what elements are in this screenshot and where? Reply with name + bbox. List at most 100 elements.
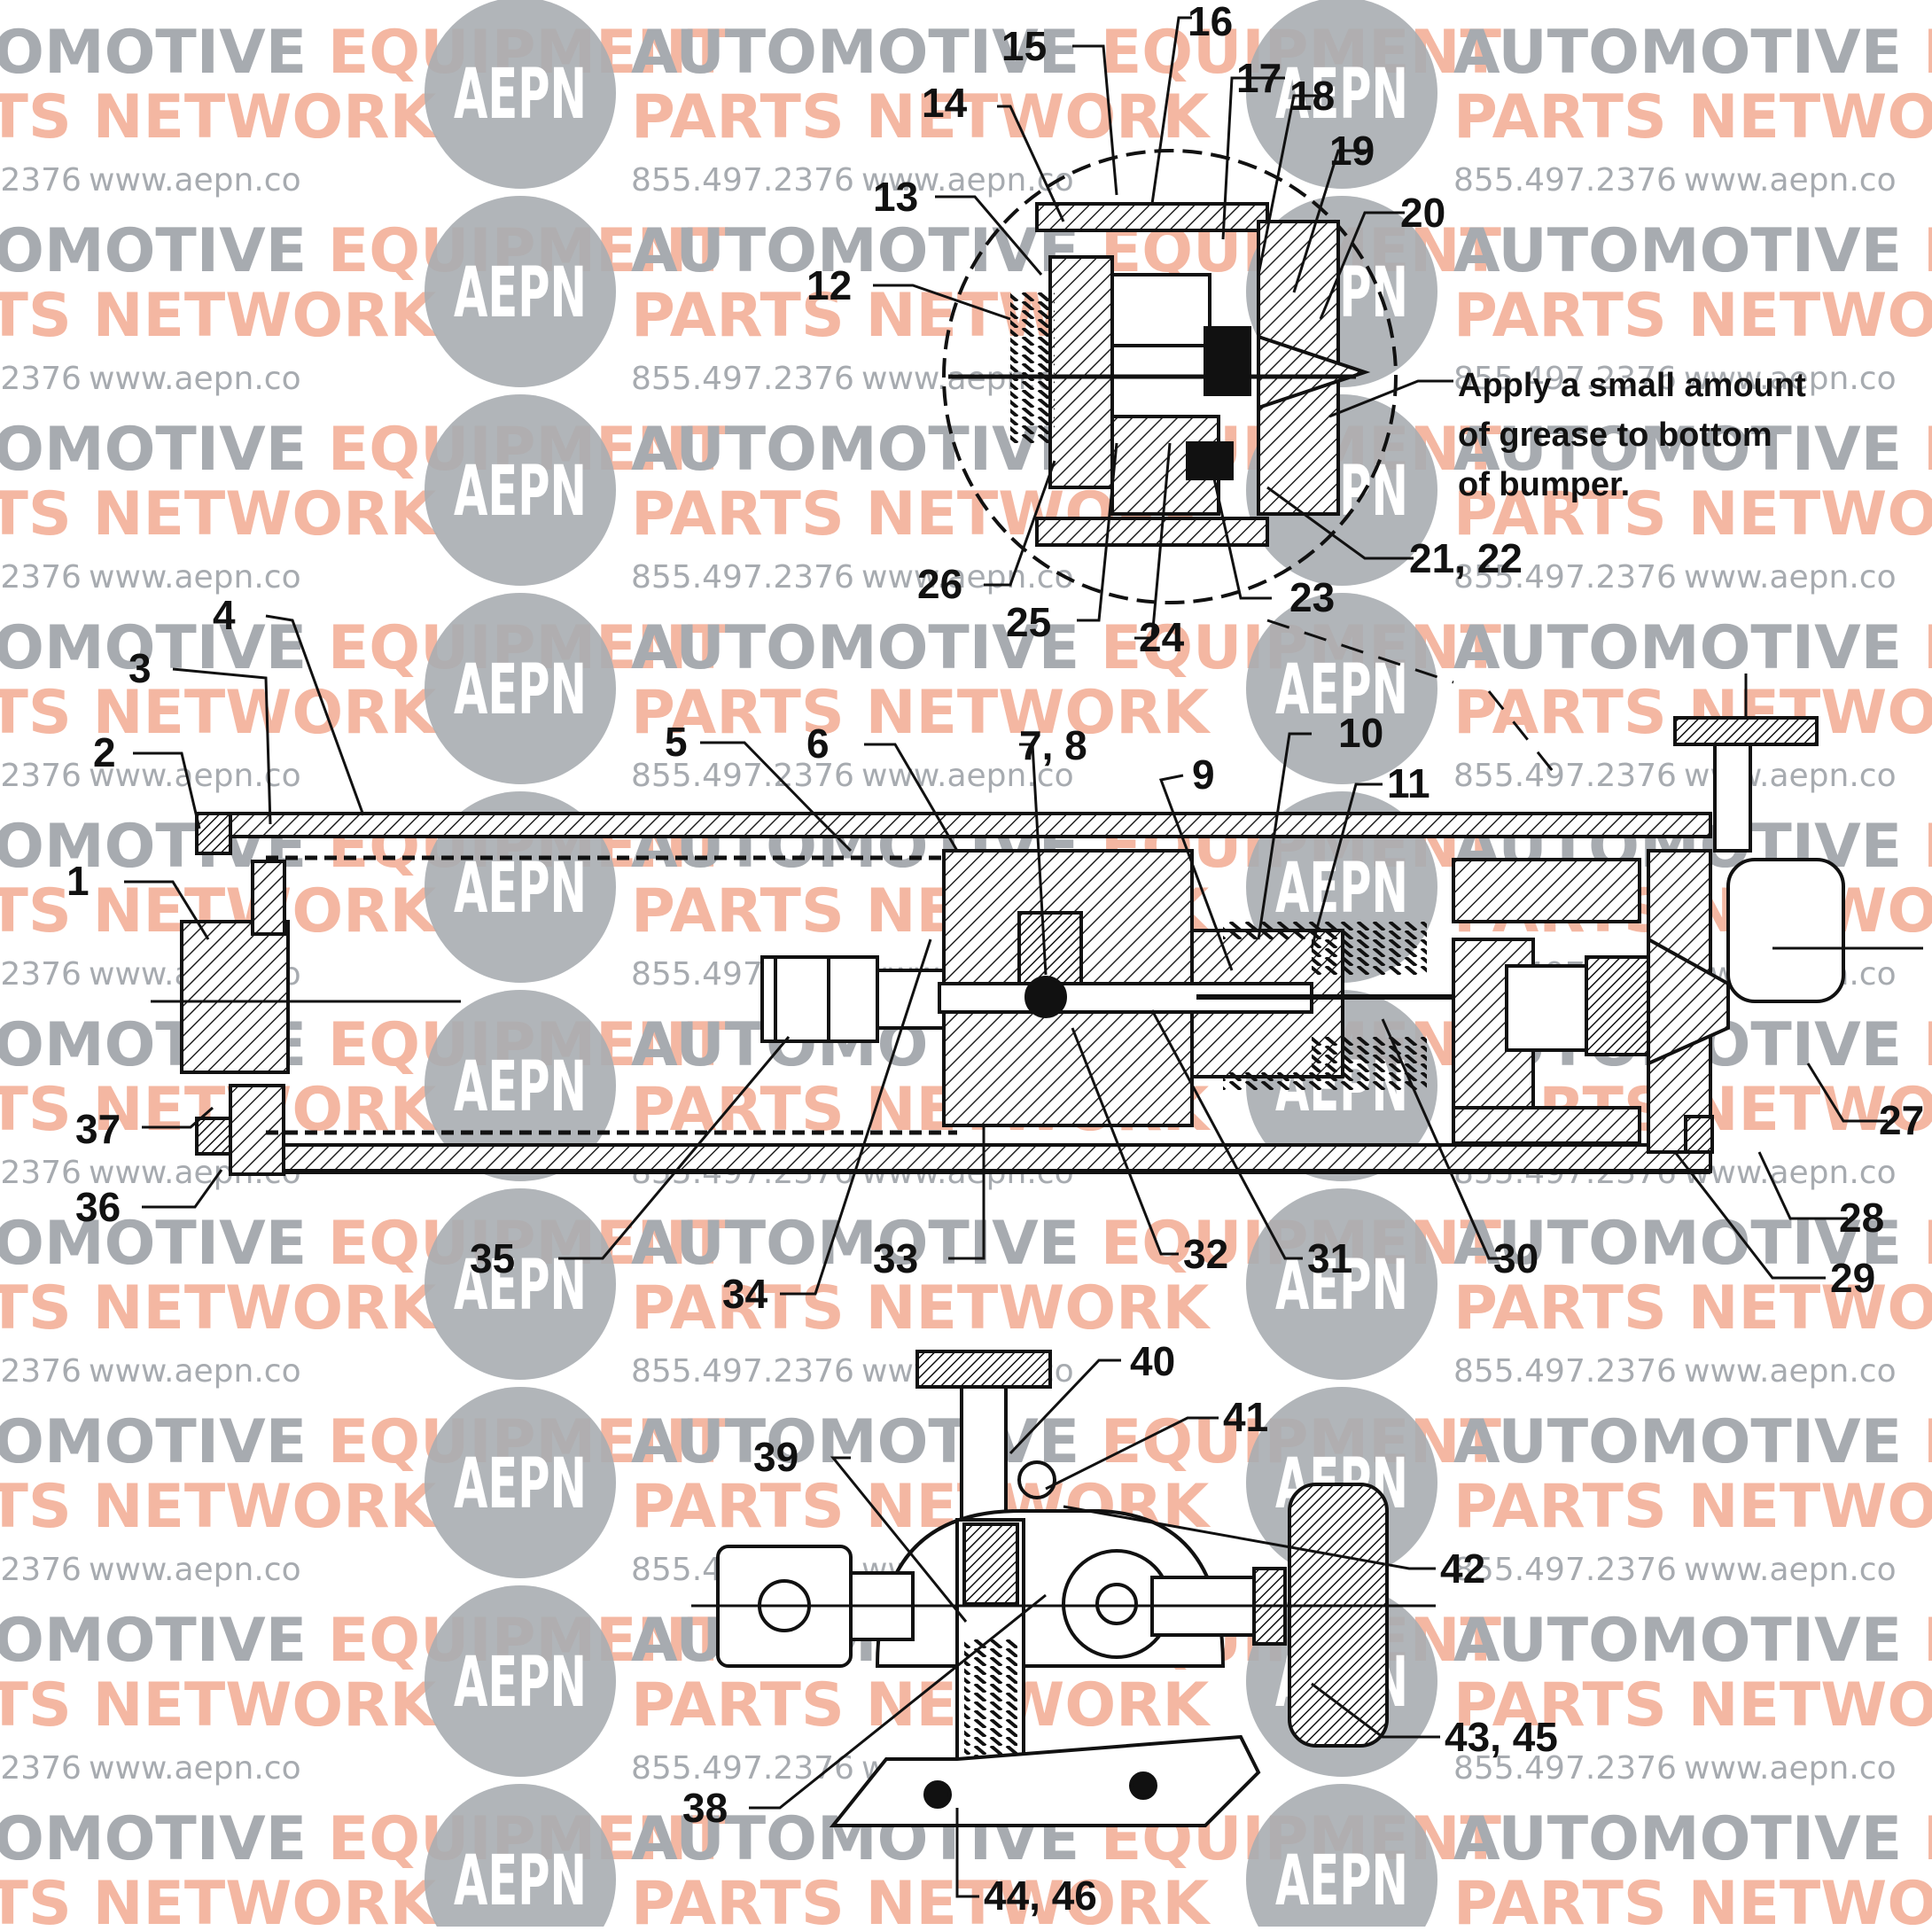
aepn-logo-text: AEPN <box>454 1643 587 1723</box>
callout-label-c1: 1 <box>66 858 90 904</box>
watermark-line2: PARTS NETWORK <box>1453 1472 1932 1542</box>
watermark-phone: 855.497.2376 <box>1453 1552 1677 1588</box>
aepn-logo-text: AEPN <box>454 55 587 135</box>
grease-note: Apply a small amount of grease to bottom… <box>1418 367 1806 503</box>
callout-label-c17: 17 <box>1236 55 1282 101</box>
watermark-phone: 855.497.2376 <box>0 956 82 993</box>
watermark-url: www.aepn.co <box>1684 1155 1897 1191</box>
watermark-line1: AUTOMOTIVE EQUIPMENT <box>1453 613 1932 683</box>
callout-label-c23: 23 <box>1289 574 1335 620</box>
aepn-logo-text: AEPN <box>454 1047 587 1127</box>
aepn-logo-icon <box>425 791 616 983</box>
note-line-3: of bumper. <box>1458 466 1630 503</box>
watermark-line2: PARTS NETWORK <box>0 1869 438 1927</box>
watermark-line1: AUTOMOTIVE EQUIPMENT <box>1453 1407 1932 1477</box>
aepn-logo-text: AEPN <box>454 849 587 929</box>
watermark-phone: 855.497.2376 <box>1453 559 1677 596</box>
watermark-phone: 855.497.2376 <box>631 559 854 596</box>
watermark-line1: AUTOMOTIVE EQUIPMENT <box>1453 1209 1932 1279</box>
aepn-logo-icon <box>425 1784 616 1931</box>
aepn-logo-icon <box>1246 593 1437 784</box>
watermark-url: www.aepn.co <box>89 1552 301 1588</box>
callout-label-c16: 16 <box>1188 0 1233 44</box>
watermark-phone: 855.497.2376 <box>0 361 82 397</box>
callout-leader-lines <box>124 16 1888 1898</box>
callout-label-c25: 25 <box>1006 599 1051 645</box>
callout-label-c15: 15 <box>1001 23 1047 69</box>
watermark-line2: PARTS NETWORK <box>1453 1273 1932 1343</box>
callout-label-c12: 12 <box>806 262 852 308</box>
watermark-line1: AUTOMOTIVE EQUIPMENT <box>1453 415 1932 485</box>
watermark-phone: 855.497.2376 <box>631 361 854 397</box>
watermark-phone: 855.497.2376 <box>0 1552 82 1588</box>
aepn-logo-text: AEPN <box>454 452 587 532</box>
watermark-url: www.aepn.co <box>89 1750 301 1787</box>
aepn-logo-text: AEPN <box>454 650 587 730</box>
callout-label-c14: 14 <box>922 80 968 126</box>
watermark-line2: PARTS NETWORK <box>0 1273 438 1343</box>
watermark-line2: PARTS NETWORK <box>0 281 438 351</box>
watermark-phone: 855.497.2376 <box>1453 758 1677 794</box>
watermark-line1: AUTOMOTIVE EQUIPMENT <box>1453 216 1932 286</box>
callout-label-c28: 28 <box>1839 1195 1884 1241</box>
watermark-line2: PARTS NETWORK <box>631 1670 1211 1740</box>
watermark-phone: 855.497.2376 <box>631 1750 854 1787</box>
watermark-line1: AUTOMOTIVE EQUIPMENT <box>0 1209 729 1279</box>
callout-label-c10: 10 <box>1338 710 1383 756</box>
watermark-line2: PARTS NETWORK <box>0 1670 438 1740</box>
watermark-url: www.aepn.co <box>1684 1750 1897 1787</box>
callout-label-c39: 39 <box>753 1434 799 1480</box>
watermark-line2: PARTS NETWORK <box>1453 479 1932 549</box>
bottom-assembly-drawing <box>691 1350 1436 1827</box>
callout-label-c3: 3 <box>129 645 152 691</box>
aepn-logo-icon <box>425 593 616 784</box>
watermark-line2: PARTS NETWORK <box>1453 1670 1932 1740</box>
watermark-line1: AUTOMOTIVE EQUIPMENT <box>1453 1804 1932 1874</box>
callout-label-c20: 20 <box>1400 190 1445 236</box>
callout-label-c19: 19 <box>1329 128 1375 174</box>
callout-label-c4: 4 <box>213 592 236 638</box>
callout-label-c30: 30 <box>1493 1235 1539 1281</box>
callout-label-c4345: 43, 45 <box>1445 1714 1558 1760</box>
aepn-logo-icon <box>1246 1188 1437 1380</box>
aepn-logo-icon <box>1246 1784 1437 1931</box>
watermark-line2: PARTS NETWORK <box>0 678 438 748</box>
callout-label-c6: 6 <box>806 720 830 767</box>
watermark-phone: 855.497.2376 <box>0 559 82 596</box>
callout-label-c33: 33 <box>873 1235 918 1281</box>
callout-label-c9: 9 <box>1192 751 1215 798</box>
callout-label-c32: 32 <box>1183 1231 1228 1277</box>
watermark-line1: AUTOMOTIVE EQUIPMENT <box>0 1606 729 1676</box>
watermark-phone: 855.497.2376 <box>0 1353 82 1390</box>
watermark-url: www.aepn.co <box>1684 559 1897 596</box>
callout-label-c18: 18 <box>1289 73 1335 119</box>
note-line-2: of grease to bottom <box>1458 417 1772 454</box>
watermark-url: www.aepn.co <box>1684 162 1897 199</box>
watermark-line1: AUTOMOTIVE EQUIPMENT <box>1453 18 1932 88</box>
watermark-line1: AUTOMOTIVE EQUIPMENT <box>0 415 729 485</box>
watermark-line1: AUTOMOTIVE EQUIPMENT <box>1453 1606 1932 1676</box>
callout-label-c35: 35 <box>470 1235 515 1281</box>
callout-label-c29: 29 <box>1830 1255 1875 1301</box>
aepn-logo-icon <box>425 1585 616 1777</box>
callout-label-c36: 36 <box>75 1184 121 1230</box>
callout-label-c11: 11 <box>1387 760 1430 806</box>
callout-label-c42: 42 <box>1440 1546 1485 1592</box>
watermark-url: www.aepn.co <box>1684 1353 1897 1390</box>
callout-label-c5: 5 <box>665 719 688 765</box>
watermark-phone: 855.497.2376 <box>1453 361 1677 397</box>
aepn-logo-icon <box>425 196 616 387</box>
watermark-url: www.aepn.co <box>1684 1552 1897 1588</box>
watermark-line2: PARTS NETWORK <box>0 479 438 549</box>
aepn-logo-text: AEPN <box>1275 849 1408 929</box>
watermark-phone: 855.497.2376 <box>1453 162 1677 199</box>
aepn-logo-text: AEPN <box>454 253 587 333</box>
watermark-line2: PARTS NETWORK <box>1453 82 1932 152</box>
aepn-logo-text: AEPN <box>454 1444 587 1524</box>
watermark-url: www.aepn.co <box>89 1353 301 1390</box>
watermark-url: www.aepn.co <box>861 559 1074 596</box>
callout-label-c37: 37 <box>75 1106 121 1152</box>
watermark-line2: PARTS NETWORK <box>631 1273 1211 1343</box>
